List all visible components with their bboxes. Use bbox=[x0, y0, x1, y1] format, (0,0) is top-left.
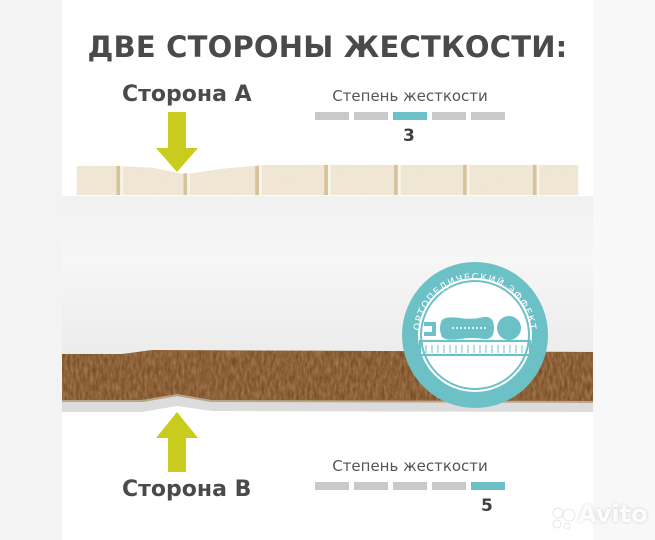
firmness-segment-2 bbox=[354, 482, 388, 490]
firmness-segment-2 bbox=[354, 112, 388, 120]
orthopedic-effect-badge: ОРТОПЕДИЧЕСКИЙ ЭФФЕКТ bbox=[402, 262, 548, 408]
firmness-segment-3 bbox=[393, 482, 427, 490]
firmness-value: 5 bbox=[481, 496, 493, 516]
firmness-segment-4 bbox=[432, 482, 466, 490]
firmness-label: Степень жесткости bbox=[332, 87, 488, 105]
side-a-label: Сторона А bbox=[122, 82, 252, 107]
firmness-segment-1 bbox=[315, 112, 349, 120]
firmness-scale bbox=[315, 482, 505, 490]
avito-watermark: Avito bbox=[578, 500, 648, 528]
page-title: ДВЕ СТОРОНЫ ЖЕСТКОСТИ: bbox=[87, 30, 568, 64]
latex-foam-layer bbox=[76, 164, 579, 196]
firmness-segment-1 bbox=[315, 482, 349, 490]
left-margin bbox=[0, 0, 62, 540]
firmness-value: 3 bbox=[403, 126, 415, 146]
side-b-firmness-rating: Степень жесткости 5 bbox=[315, 456, 505, 516]
firmness-scale bbox=[315, 112, 505, 120]
firmness-label: Степень жесткости bbox=[332, 457, 488, 475]
firmness-segment-5-active bbox=[471, 482, 505, 490]
firmness-segment-4 bbox=[432, 112, 466, 120]
side-b-label: Сторона В bbox=[122, 477, 252, 502]
right-margin bbox=[593, 0, 655, 540]
arrow-up-icon bbox=[156, 412, 198, 472]
arrow-down-icon bbox=[156, 112, 198, 172]
avito-logo-icon bbox=[552, 507, 576, 530]
side-a-firmness-rating: Степень жесткости 3 bbox=[315, 86, 505, 146]
firmness-segment-3-active bbox=[393, 112, 427, 120]
firmness-segment-5 bbox=[471, 112, 505, 120]
person-lying-on-mattress-icon bbox=[418, 316, 532, 357]
